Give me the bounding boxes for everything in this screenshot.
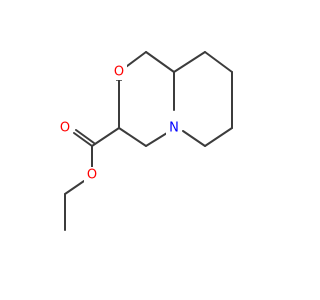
bond-ester-c-o-double-2: [75, 129, 95, 144]
label-bg-ring-nitrogen: [166, 120, 182, 136]
label-bg-ketone-oxygen: [111, 64, 127, 80]
atom-label-ester-carbonyl-oxygen: O: [57, 120, 73, 136]
bond-c9-c8: [204, 51, 233, 73]
bond-ester-c-o-double-1: [73, 132, 93, 147]
ester-oxygen-symbol: O: [87, 168, 97, 183]
piperidine-ring: [173, 51, 233, 147]
ester-carbonyl-oxygen-symbol: O: [60, 121, 70, 136]
label-bg-ester-oxygen: [84, 167, 100, 183]
bond-c3-c4: [118, 127, 147, 147]
label-bg-ester-carbonyl-oxygen: [57, 120, 73, 136]
molecule-structure: O N O O: [57, 51, 233, 231]
atom-label-ketone-oxygen: O: [111, 64, 127, 80]
ketone-ring: [118, 51, 175, 147]
bond-c2-c9a: [145, 51, 175, 73]
bond-c9a-c9: [173, 51, 206, 73]
bond-c7-c6: [204, 127, 233, 147]
atom-label-ester-oxygen: O: [84, 167, 100, 183]
atom-label-ring-nitrogen: N: [166, 120, 182, 136]
bond-c3-ester-carbon: [91, 127, 120, 147]
bond-c4-n: [145, 132, 168, 147]
bond-c6-n: [182, 130, 206, 147]
ring-nitrogen-symbol: N: [169, 121, 179, 136]
ketone-oxygen-symbol: O: [114, 65, 124, 80]
bond-o-ethyl-ch2: [64, 180, 85, 195]
ester-group: [64, 127, 120, 231]
